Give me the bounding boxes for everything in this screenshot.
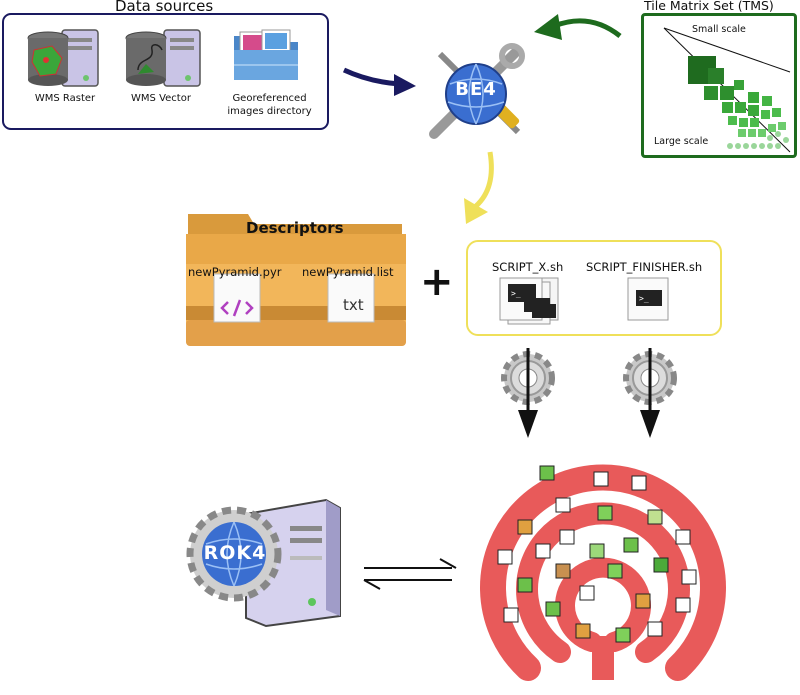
exchange-arrows-icon xyxy=(363,558,457,590)
scripts-box xyxy=(466,240,722,336)
arrow-be4-to-outputs xyxy=(464,151,494,224)
be4-label: BE4 xyxy=(455,79,497,100)
wms-vector-server-icon xyxy=(125,29,201,87)
storage-logo-icon xyxy=(480,464,726,681)
tms-box xyxy=(641,13,797,158)
gear-icon xyxy=(623,348,677,438)
script-finisher-name: SCRIPT_FINISHER.sh xyxy=(586,260,703,274)
descriptor-file-list: newPyramid.list xyxy=(302,265,394,279)
arrow-sources-to-be4 xyxy=(342,67,416,96)
data-sources-box xyxy=(2,13,329,130)
wms-raster-label: WMS Raster xyxy=(34,93,96,104)
tms-small-scale-label: Small scale xyxy=(692,24,746,35)
rok4-label: ROK4 xyxy=(203,542,267,564)
script-finisher-file-icon: >_ xyxy=(627,277,669,321)
script-x-files-icon: >_ xyxy=(499,277,559,325)
plus-symbol: + xyxy=(420,259,454,305)
rok4-server-icon xyxy=(186,498,341,628)
svg-text:>_: >_ xyxy=(639,294,649,303)
data-sources-title: Data sources xyxy=(115,0,214,15)
images-directory-label-2: images directory xyxy=(227,106,312,117)
wms-raster-server-icon xyxy=(27,29,99,87)
descriptor-file-pyr: newPyramid.pyr xyxy=(188,265,282,279)
txt-badge: txt xyxy=(343,296,364,314)
script-x-name: SCRIPT_X.sh xyxy=(492,260,564,274)
wms-vector-label: WMS Vector xyxy=(131,93,191,104)
arrow-tms-to-be4 xyxy=(534,14,622,40)
tms-pyramid-graphic xyxy=(663,27,791,153)
descriptors-title: Descriptors xyxy=(246,219,344,237)
tms-title: Tile Matrix Set (TMS) xyxy=(644,0,774,13)
svg-text:>_: >_ xyxy=(511,289,521,298)
descriptors-folder-icon xyxy=(186,214,406,346)
tms-large-scale-label: Large scale xyxy=(654,136,709,147)
be4-tools-icon xyxy=(429,43,525,139)
gear-icon xyxy=(501,348,555,438)
images-directory-label-1: Georeferenced xyxy=(232,93,307,104)
images-folder-icon xyxy=(234,29,298,80)
